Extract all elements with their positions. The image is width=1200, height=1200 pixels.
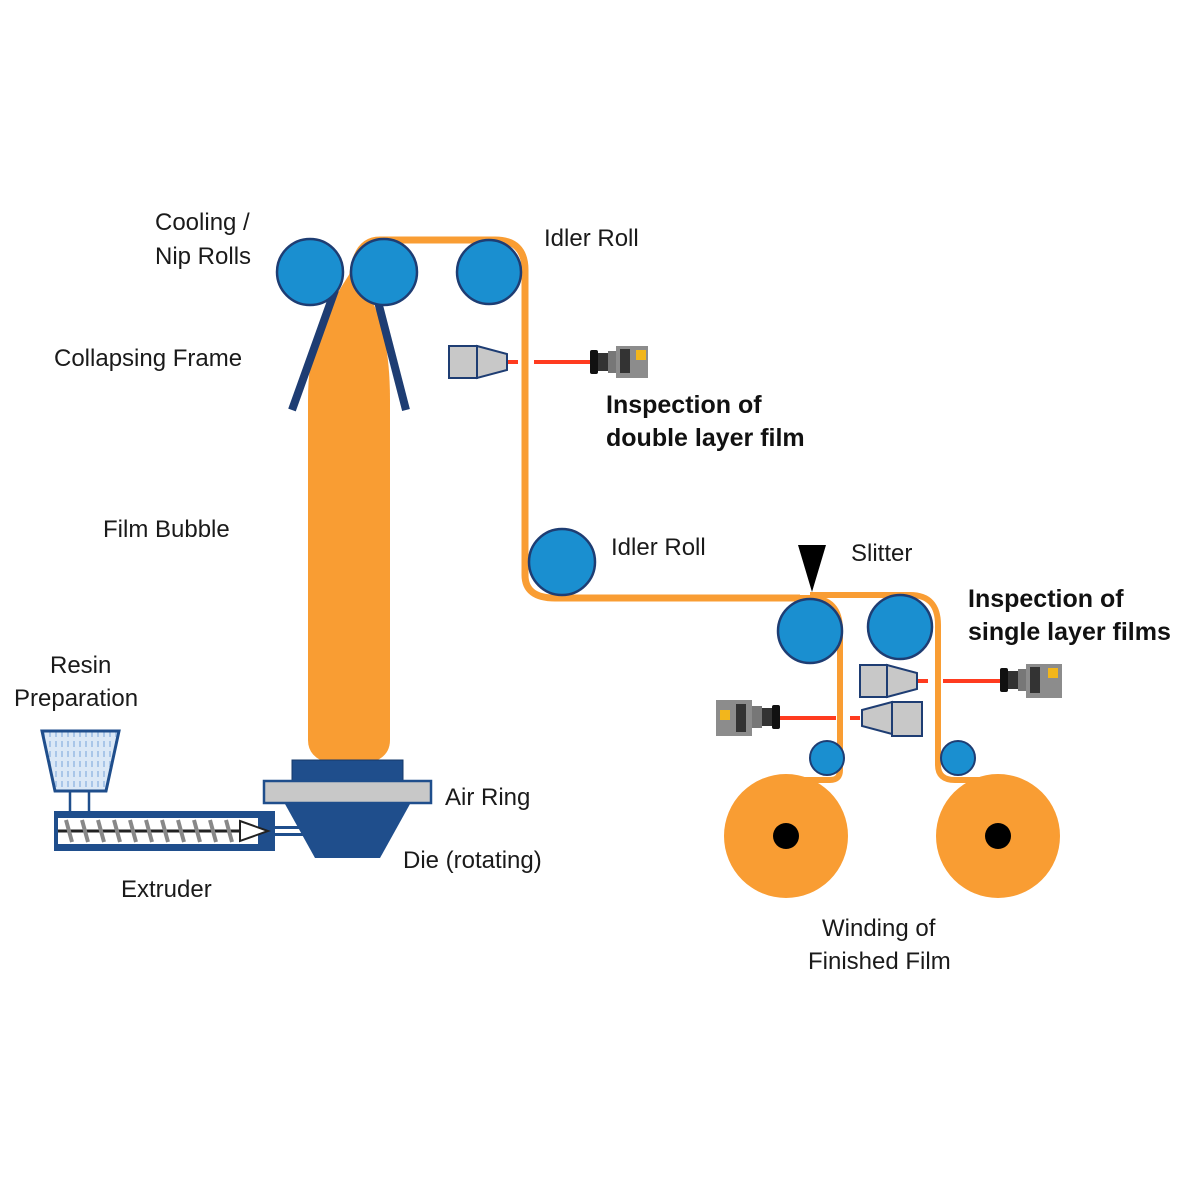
label-inspection-double-layer: Inspection of	[606, 391, 762, 419]
screw-icon	[58, 819, 271, 843]
label-winding-finished-film: Finished Film	[808, 948, 951, 975]
camera-icon	[1000, 664, 1062, 698]
label-collapsing-frame: Collapsing Frame	[54, 345, 242, 372]
slitter-blade-icon	[798, 545, 826, 592]
winding-roll-right	[936, 774, 1060, 898]
film-web	[348, 236, 985, 783]
roll-core-left	[773, 823, 799, 849]
nip-roll-right	[349, 237, 419, 307]
double-layer-inspection	[448, 344, 648, 380]
idler-roll-middle	[527, 527, 597, 597]
camera-icon	[716, 700, 780, 736]
label-film-bubble: Film Bubble	[103, 516, 230, 543]
label-inspection-single-layer: single layer films	[968, 618, 1171, 646]
camera-icon	[590, 346, 648, 378]
label-inspection-double-layer: double layer film	[606, 424, 805, 452]
label-idler-roll-top: Idler Roll	[544, 225, 639, 252]
label-inspection-single-layer: Inspection of	[968, 585, 1124, 613]
film-path-right	[810, 592, 985, 783]
label-air-ring: Air Ring	[445, 784, 530, 811]
collapsing-frame	[288, 288, 410, 412]
film-bubble	[308, 270, 390, 765]
idler-roll-top	[455, 238, 523, 306]
label-resin-preparation: Preparation	[14, 685, 138, 712]
label-cooling-nip-rolls: Cooling /	[155, 209, 250, 236]
label-resin-preparation: Resin	[50, 652, 111, 679]
air-ring	[262, 779, 433, 805]
resin-hopper	[40, 729, 121, 812]
slit-roll-right	[866, 593, 934, 661]
slit-roll-left	[776, 597, 844, 665]
label-cooling-nip-rolls: Nip Rolls	[155, 243, 251, 270]
extruder	[54, 811, 305, 851]
label-extruder: Extruder	[121, 876, 212, 903]
label-idler-roll-middle: Idler Roll	[611, 534, 706, 561]
single-layer-inspection-left	[716, 700, 923, 737]
guide-roll-left	[809, 740, 845, 776]
single-layer-inspection-right	[859, 663, 1062, 699]
nip-rolls	[275, 237, 419, 307]
film-path-left	[770, 595, 843, 783]
winding-roll-left	[724, 774, 848, 898]
light-source-icon	[859, 663, 918, 699]
light-source-icon	[448, 344, 508, 380]
light-source-icon	[861, 700, 923, 737]
roll-core-right	[985, 823, 1011, 849]
die	[285, 759, 410, 858]
label-slitter: Slitter	[851, 540, 912, 567]
nip-roll-left	[275, 237, 345, 307]
guide-roll-right	[940, 740, 976, 776]
label-winding-finished-film: Winding of	[822, 915, 936, 942]
label-die: Die (rotating)	[403, 847, 542, 874]
